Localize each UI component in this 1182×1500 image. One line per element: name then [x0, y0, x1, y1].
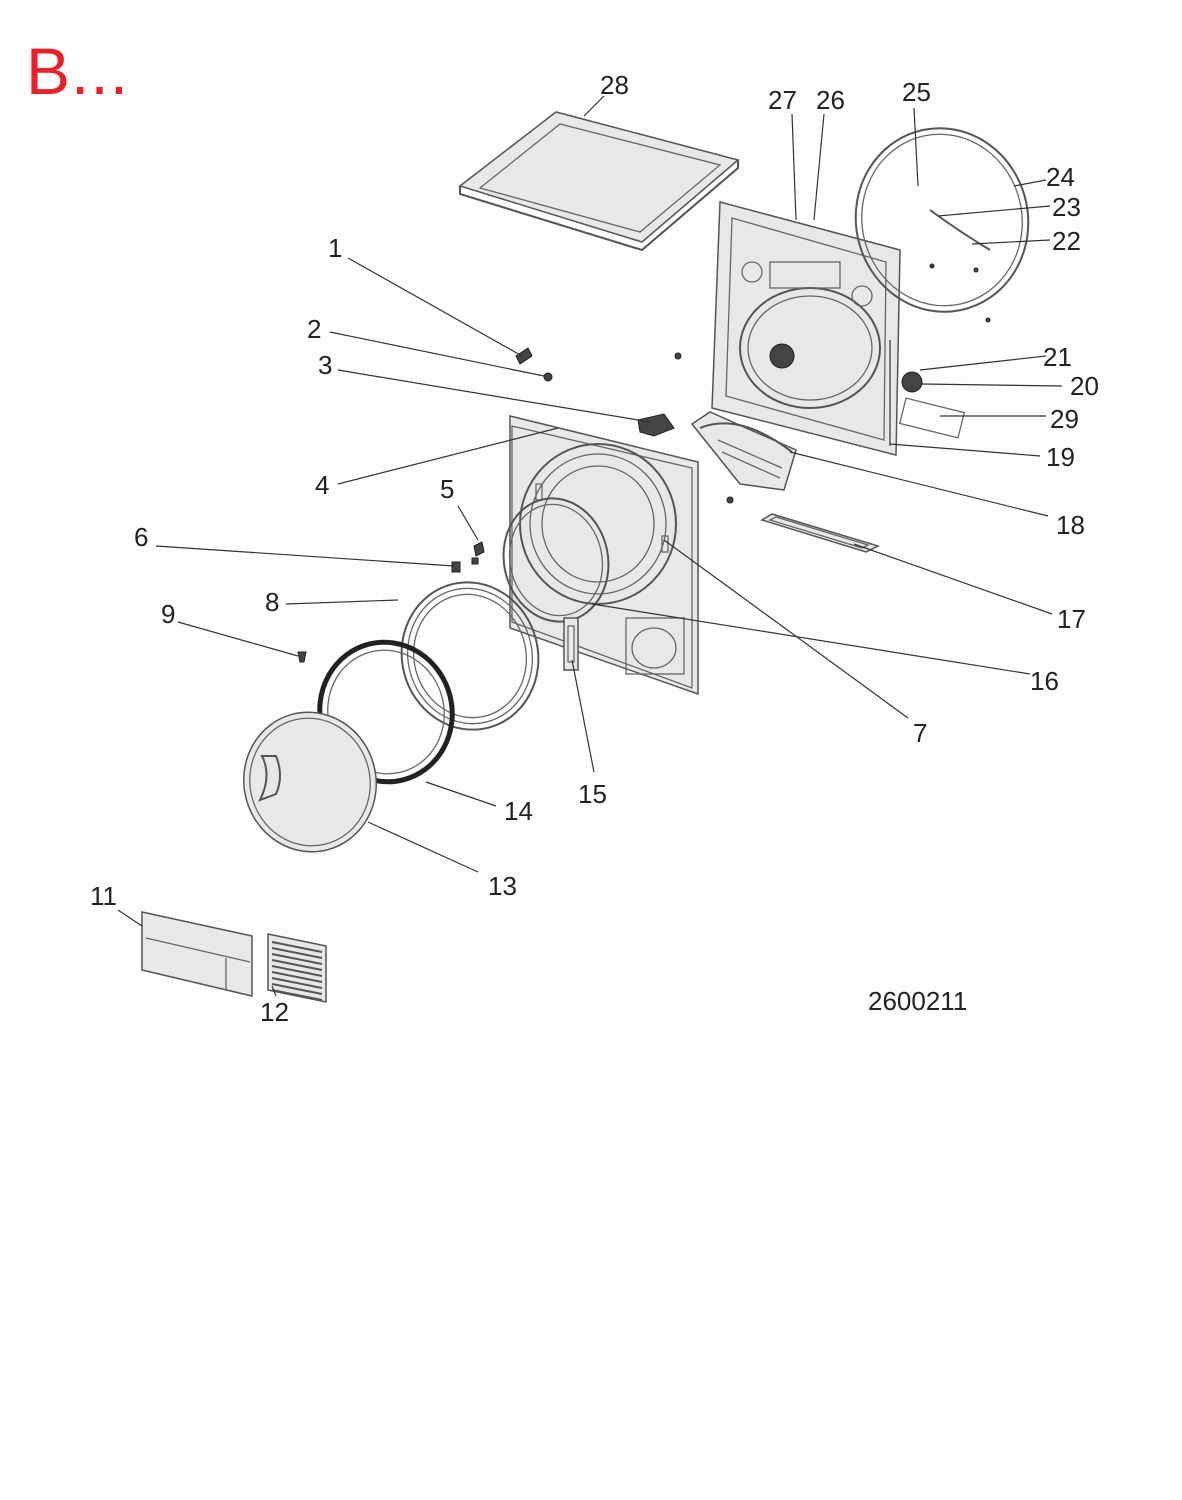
- callout-2: 2: [307, 314, 321, 344]
- part-grille: [267, 933, 327, 1003]
- leader-lines: [117, 95, 1063, 997]
- callout-15: 15: [578, 779, 607, 809]
- grille-slat: [271, 947, 323, 959]
- part-outer-door: [243, 711, 377, 853]
- grille-slat: [271, 983, 323, 995]
- callout-12: 12: [260, 997, 289, 1027]
- grille-slat: [271, 971, 323, 983]
- part-small-fasteners: [297, 347, 734, 663]
- callout-1: 1: [328, 233, 342, 263]
- callout-9: 9: [161, 599, 175, 629]
- callout-6: 6: [134, 522, 148, 552]
- grille-slat: [271, 953, 323, 965]
- callout-11: 11: [90, 881, 117, 911]
- part-inner-door-frame: [400, 581, 540, 731]
- part-front-panel: [509, 415, 699, 696]
- grille-slat: [271, 989, 323, 1001]
- callout-23: 23: [1052, 192, 1081, 222]
- callout-16: 16: [1030, 666, 1059, 696]
- part-kick-panel: [141, 911, 253, 997]
- callout-20: 20: [1070, 371, 1099, 401]
- callout-18: 18: [1056, 510, 1085, 540]
- callout-19: 19: [1046, 442, 1075, 472]
- callout-27: 27: [768, 85, 797, 115]
- callout-8: 8: [265, 587, 279, 617]
- callout-13: 13: [488, 871, 517, 901]
- grille-slat: [271, 959, 323, 971]
- part-filter: [760, 513, 881, 553]
- callout-5: 5: [440, 474, 454, 504]
- part-hinge: [563, 617, 579, 671]
- callout-3: 3: [318, 350, 332, 380]
- part-filter-housing: [690, 411, 797, 491]
- part-top-panel: [458, 111, 740, 252]
- callout-17: 17: [1057, 604, 1086, 634]
- callout-22: 22: [1052, 226, 1081, 256]
- callout-24: 24: [1046, 162, 1075, 192]
- callout-7: 7: [913, 718, 927, 748]
- drawing-number: 2600211: [868, 986, 967, 1016]
- part-rear-ring: [854, 127, 1030, 313]
- part-rear-components: [898, 317, 991, 439]
- diagram-title: B...: [26, 34, 130, 108]
- callout-4: 4: [315, 470, 329, 500]
- callout-14: 14: [504, 796, 533, 826]
- callout-21: 21: [1043, 342, 1072, 372]
- grille-slat: [271, 965, 323, 977]
- callout-28: 28: [600, 70, 629, 100]
- callout-29: 29: [1050, 404, 1079, 434]
- callout-25: 25: [902, 77, 931, 107]
- callout-labels: 1 2 3 4 5 6 7 8 9 11 12 13 14 15 16 17 1…: [90, 70, 1099, 1027]
- grille-slat: [271, 941, 323, 953]
- part-rear-frame: [711, 201, 901, 456]
- callout-26: 26: [816, 85, 845, 115]
- grille-slat: [271, 977, 323, 989]
